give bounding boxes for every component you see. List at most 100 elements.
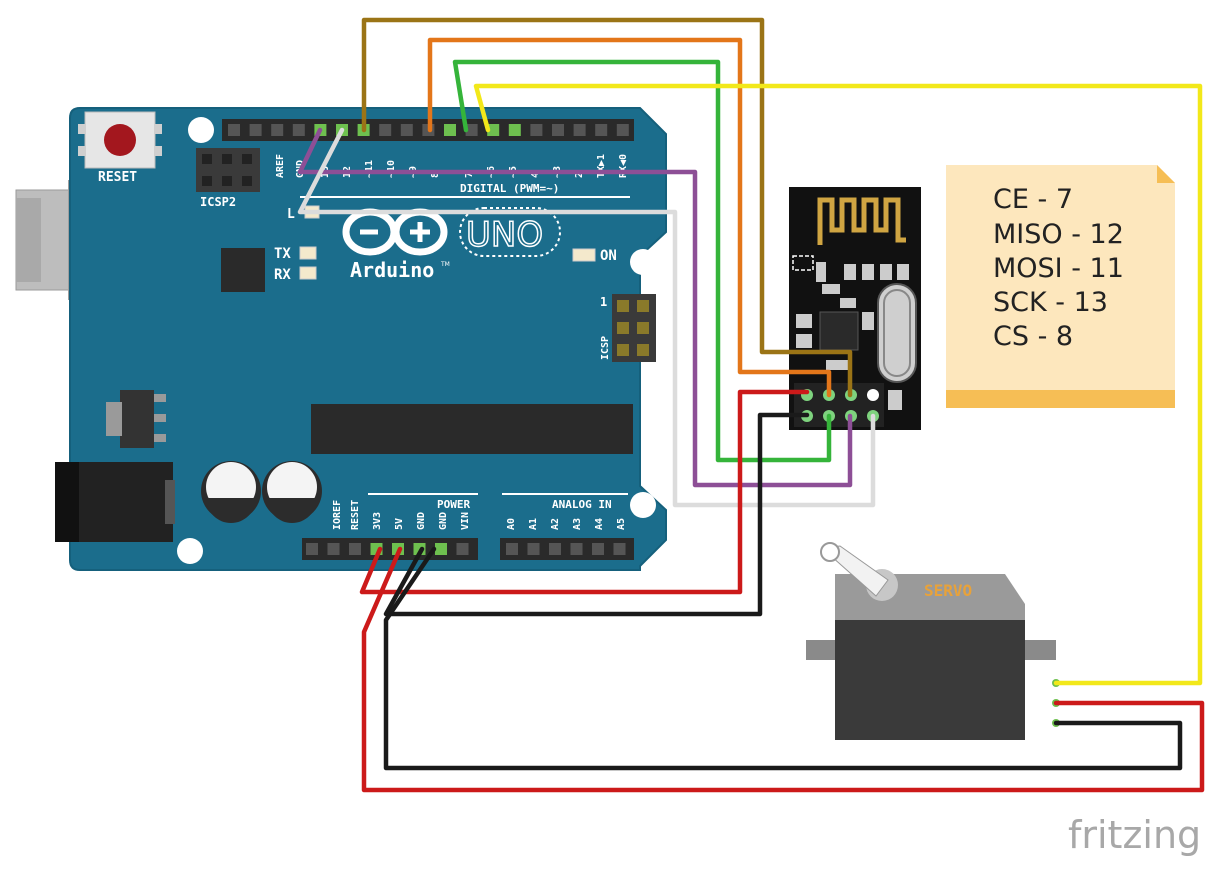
power-pin-label: RESET bbox=[350, 500, 361, 530]
header-pin bbox=[570, 543, 583, 555]
l-led-label: L bbox=[287, 207, 295, 222]
crystal bbox=[877, 283, 917, 383]
digital-pin-label: ~10 bbox=[386, 160, 397, 178]
capacitor bbox=[201, 461, 261, 523]
analog-pin-label: A5 bbox=[616, 518, 627, 530]
wires bbox=[297, 17, 1205, 793]
analog-label: ANALOG IN bbox=[552, 498, 612, 511]
power-pin-label: GND bbox=[416, 512, 427, 530]
note-line-cs: CS - 8 bbox=[993, 321, 1073, 352]
arduino-label: Arduino bbox=[350, 258, 434, 282]
tx-label: TX bbox=[274, 246, 291, 262]
wire-black-gnd-nrf bbox=[383, 412, 810, 617]
digital-pin-label: RX◀0 bbox=[618, 154, 629, 178]
icsp2-label: ICSP2 bbox=[200, 195, 236, 209]
mounting-hole bbox=[177, 538, 203, 564]
power-pin-label: 5V bbox=[394, 518, 405, 530]
header-pin bbox=[228, 124, 240, 136]
board-body bbox=[69, 107, 667, 571]
digital-pin-label: 8 bbox=[430, 172, 441, 178]
power-label: POWER bbox=[437, 498, 470, 511]
header-pin bbox=[306, 543, 318, 555]
nrf-chip bbox=[819, 311, 859, 351]
header-pin bbox=[616, 124, 629, 136]
header-pin bbox=[292, 124, 305, 136]
wire-white-sck bbox=[297, 127, 876, 508]
power-header bbox=[302, 538, 478, 560]
wire-black-gnd-servo bbox=[383, 546, 1183, 771]
header-pin bbox=[400, 124, 413, 136]
capacitor bbox=[262, 461, 322, 523]
nrf24l01-module bbox=[789, 187, 921, 430]
tm-label: TM bbox=[440, 261, 450, 268]
reset-label: RESET bbox=[98, 170, 137, 185]
rx-label: RX bbox=[274, 267, 291, 283]
note-line-mosi: MOSI - 11 bbox=[993, 253, 1124, 284]
mounting-hole bbox=[188, 117, 214, 143]
digital-label: DIGITAL (PWM=~) bbox=[460, 182, 559, 195]
note-line-sck: SCK - 13 bbox=[993, 287, 1108, 318]
analog-pin-label: A4 bbox=[594, 518, 605, 530]
usb-chip bbox=[221, 248, 265, 292]
wire-red-5v-servo bbox=[361, 546, 1205, 793]
wire-brown-mosi bbox=[361, 17, 853, 398]
reset-button[interactable] bbox=[78, 111, 162, 169]
icsp2-header bbox=[196, 148, 260, 192]
fritzing-watermark: fritzing bbox=[1068, 813, 1201, 857]
header-pin bbox=[530, 124, 543, 136]
wire-purple-miso bbox=[297, 127, 853, 488]
analog-pin-label: A3 bbox=[572, 518, 583, 530]
header-pin bbox=[508, 124, 521, 136]
icsp-label: ICSP bbox=[600, 336, 611, 360]
on-led bbox=[572, 248, 596, 262]
header-pin bbox=[552, 124, 564, 136]
pin-mapping-note: CE - 7 MISO - 12 MOSI - 11 SCK - 13 CS -… bbox=[946, 165, 1175, 408]
voltage-regulator bbox=[106, 390, 166, 448]
icsp-header bbox=[612, 294, 656, 362]
analog-pin-label: A1 bbox=[528, 518, 539, 530]
power-pin-label: IOREF bbox=[332, 500, 343, 530]
header-pin bbox=[573, 124, 586, 136]
wire-orange-cs bbox=[427, 37, 832, 398]
header-pin bbox=[506, 543, 518, 555]
servo-motor: SERVO bbox=[806, 542, 1060, 740]
power-jack bbox=[55, 462, 175, 542]
header-pin bbox=[327, 543, 340, 555]
arduino-uno-board: RESET ICSP2 bbox=[15, 107, 667, 571]
wire-red-3v3 bbox=[359, 389, 810, 595]
header-pin bbox=[613, 543, 626, 555]
nrf-header bbox=[794, 383, 884, 427]
header-pin bbox=[271, 124, 284, 136]
servo-label: SERVO bbox=[924, 581, 972, 600]
analog-pin-label: A0 bbox=[506, 518, 517, 530]
antenna-trace bbox=[817, 197, 906, 245]
header-pin bbox=[456, 543, 469, 555]
header-pin bbox=[379, 124, 392, 136]
header-pin bbox=[527, 543, 540, 555]
rx-led bbox=[299, 266, 317, 280]
digital-pin-label: 4 bbox=[530, 172, 541, 178]
header-pin bbox=[549, 543, 561, 555]
power-pin-label: GND bbox=[438, 512, 449, 530]
power-pin-label: VIN bbox=[460, 512, 471, 530]
uno-badge bbox=[459, 207, 561, 257]
digital-pin-label: 7 bbox=[464, 172, 475, 178]
on-label: ON bbox=[600, 248, 617, 264]
header-pin bbox=[592, 543, 604, 555]
header-pin bbox=[435, 543, 447, 555]
uno-label: UNO bbox=[466, 215, 543, 255]
header-pin bbox=[249, 124, 262, 136]
header-pin bbox=[349, 543, 361, 555]
analog-pin-label: A2 bbox=[550, 518, 561, 530]
aref-label: AREF bbox=[275, 154, 286, 178]
digital-pin-label: 2 bbox=[574, 172, 585, 178]
header-pin bbox=[487, 124, 500, 136]
header-pin bbox=[444, 124, 456, 136]
header-pin bbox=[465, 124, 478, 136]
tx-led bbox=[299, 246, 317, 260]
wire-green-ce bbox=[452, 59, 832, 463]
icsp-pin1-label: 1 bbox=[600, 295, 607, 309]
mounting-hole bbox=[630, 249, 656, 275]
mounting-hole bbox=[630, 492, 656, 518]
